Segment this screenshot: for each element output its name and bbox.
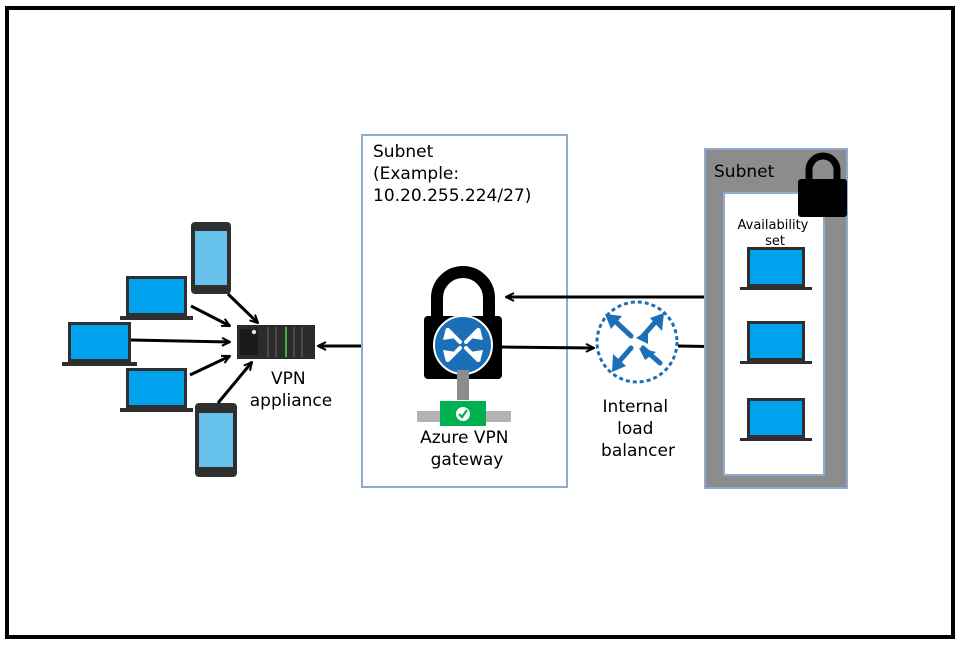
phone-icon: [191, 222, 231, 294]
laptop-icon: [740, 321, 812, 364]
arrow-phone-top: [226, 292, 258, 323]
vpn-appliance-label: VPN appliance: [250, 369, 332, 411]
arrow-gateway-lb: [501, 347, 594, 348]
gateway-subnet-label: Subnet (Example: 10.20.255.224/27): [373, 142, 531, 206]
arrow-laptop-2: [130, 340, 230, 342]
laptop-icon: [740, 247, 812, 290]
gateway-subnet-box: [361, 134, 568, 488]
network-connector-check-icon: [417, 370, 511, 426]
vpn-gateway-lock-router-icon: [424, 266, 502, 379]
backend-subnet-label: Subnet: [714, 162, 775, 182]
load-balancer-icon: [595, 300, 679, 384]
laptop-icon: [740, 398, 812, 441]
vpn-appliance-icon: [237, 325, 315, 359]
arrow-laptop-3: [189, 354, 230, 377]
padlock-icon: [798, 152, 847, 217]
arrow-phone-bottom: [216, 362, 252, 404]
laptop-icon: [62, 322, 137, 366]
internal-lb-label: Internal load balancer: [601, 397, 675, 461]
phone-icon: [195, 403, 237, 477]
laptop-icon: [120, 276, 193, 320]
arrow-laptop-1: [190, 304, 230, 328]
availability-set-label: Availability set: [738, 218, 813, 249]
laptop-icon: [120, 368, 193, 412]
azure-vpn-gateway-label: Azure VPN gateway: [420, 428, 514, 470]
